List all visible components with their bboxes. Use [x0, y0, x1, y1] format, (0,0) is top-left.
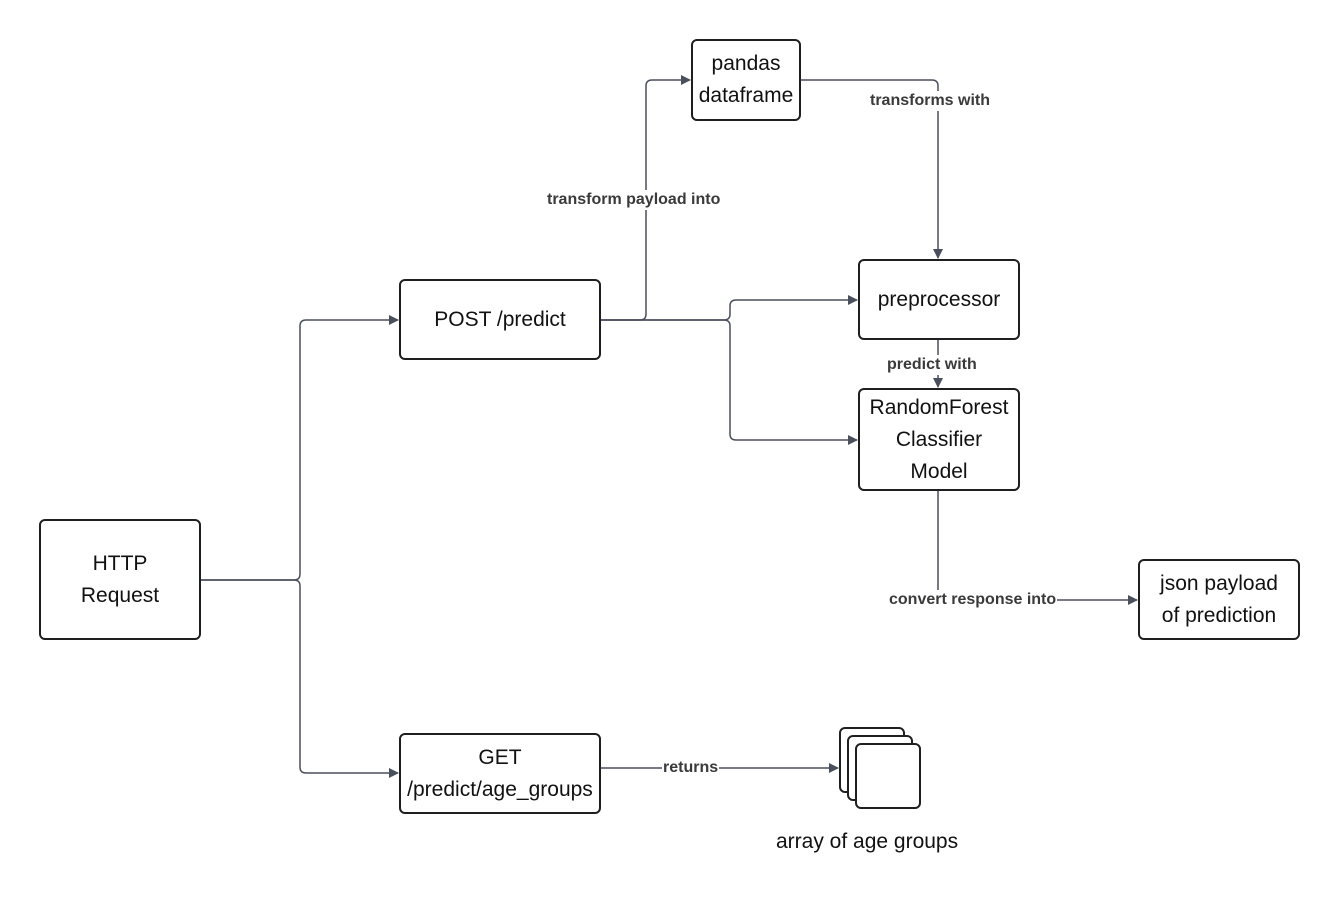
http-request-label: HTTP Request — [80, 551, 160, 607]
http-request-node: HTTP Request — [39, 519, 201, 640]
label-transform-payload: transform payload into — [546, 190, 722, 210]
get-age-groups-node: GET /predict/age_groups — [399, 733, 601, 814]
edge-model-to-json — [937, 491, 1138, 605]
label-predict-with: predict with — [886, 355, 978, 375]
label-transforms-with: transforms with — [869, 91, 992, 111]
stack-card-front — [855, 743, 921, 809]
post-predict-node: POST /predict — [399, 279, 601, 360]
edge-http-to-get — [200, 579, 399, 778]
random-forest-label: RandomForest Classifier Model — [869, 395, 1009, 483]
json-payload-label: json payload of prediction — [1160, 571, 1278, 627]
edge-http-to-post — [200, 315, 399, 581]
preprocessor-node: preprocessor — [858, 259, 1020, 340]
pandas-dataframe-label: pandas dataframe — [698, 52, 794, 107]
array-caption: array of age groups — [776, 830, 959, 853]
post-predict-label: POST /predict — [434, 307, 566, 331]
preprocessor-label: preprocessor — [877, 287, 1001, 311]
label-convert-response: convert response into — [888, 590, 1058, 610]
label-returns: returns — [662, 758, 720, 778]
edge-post-to-preprocessor — [600, 295, 858, 321]
get-age-groups-label: GET /predict/age_groups — [407, 745, 593, 801]
pandas-dataframe-node: pandas dataframe — [691, 39, 801, 121]
edge-post-to-model — [600, 319, 858, 445]
random-forest-node: RandomForest Classifier Model — [858, 388, 1020, 491]
edge-dataframe-to-preprocessor — [800, 79, 943, 259]
json-payload-node: json payload of prediction — [1138, 559, 1300, 640]
